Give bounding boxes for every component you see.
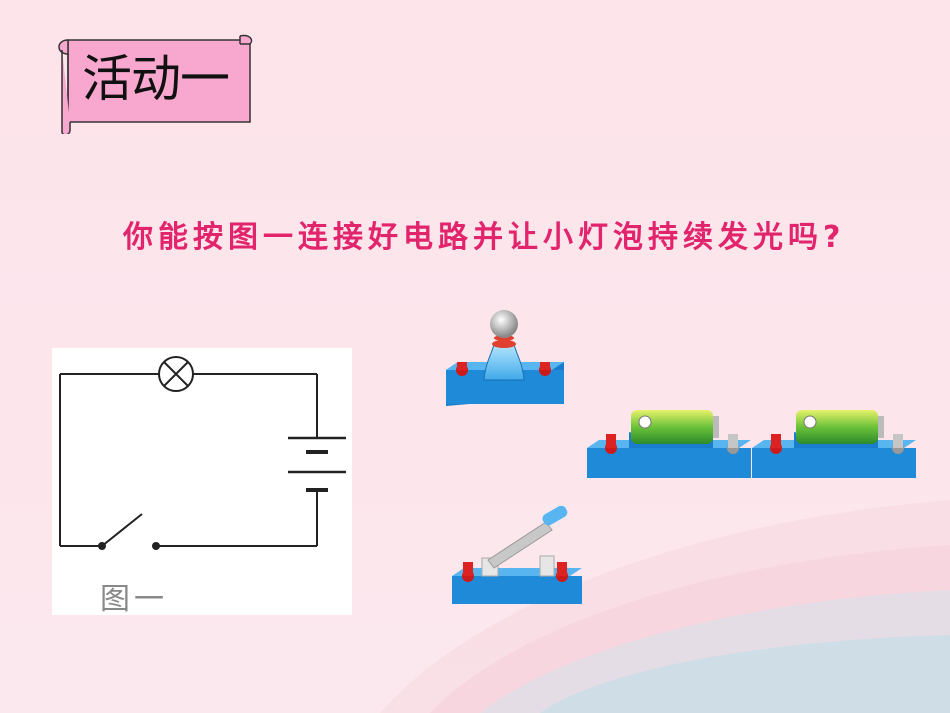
page-title: 活动一 [82,50,230,108]
scroll-banner-icon [58,34,253,134]
figure-label: 图一 [100,582,168,617]
knife-switch-icon[interactable] [450,506,584,606]
question-text: 你能按图一连接好电路并让小灯泡持续发光吗? [123,220,846,255]
circuit-schematic [59,356,346,550]
battery-icon[interactable] [750,404,918,480]
battery-icon[interactable] [585,404,753,480]
circuit-diagram: 图一 [52,348,352,617]
lamp-device-icon[interactable] [442,304,568,408]
